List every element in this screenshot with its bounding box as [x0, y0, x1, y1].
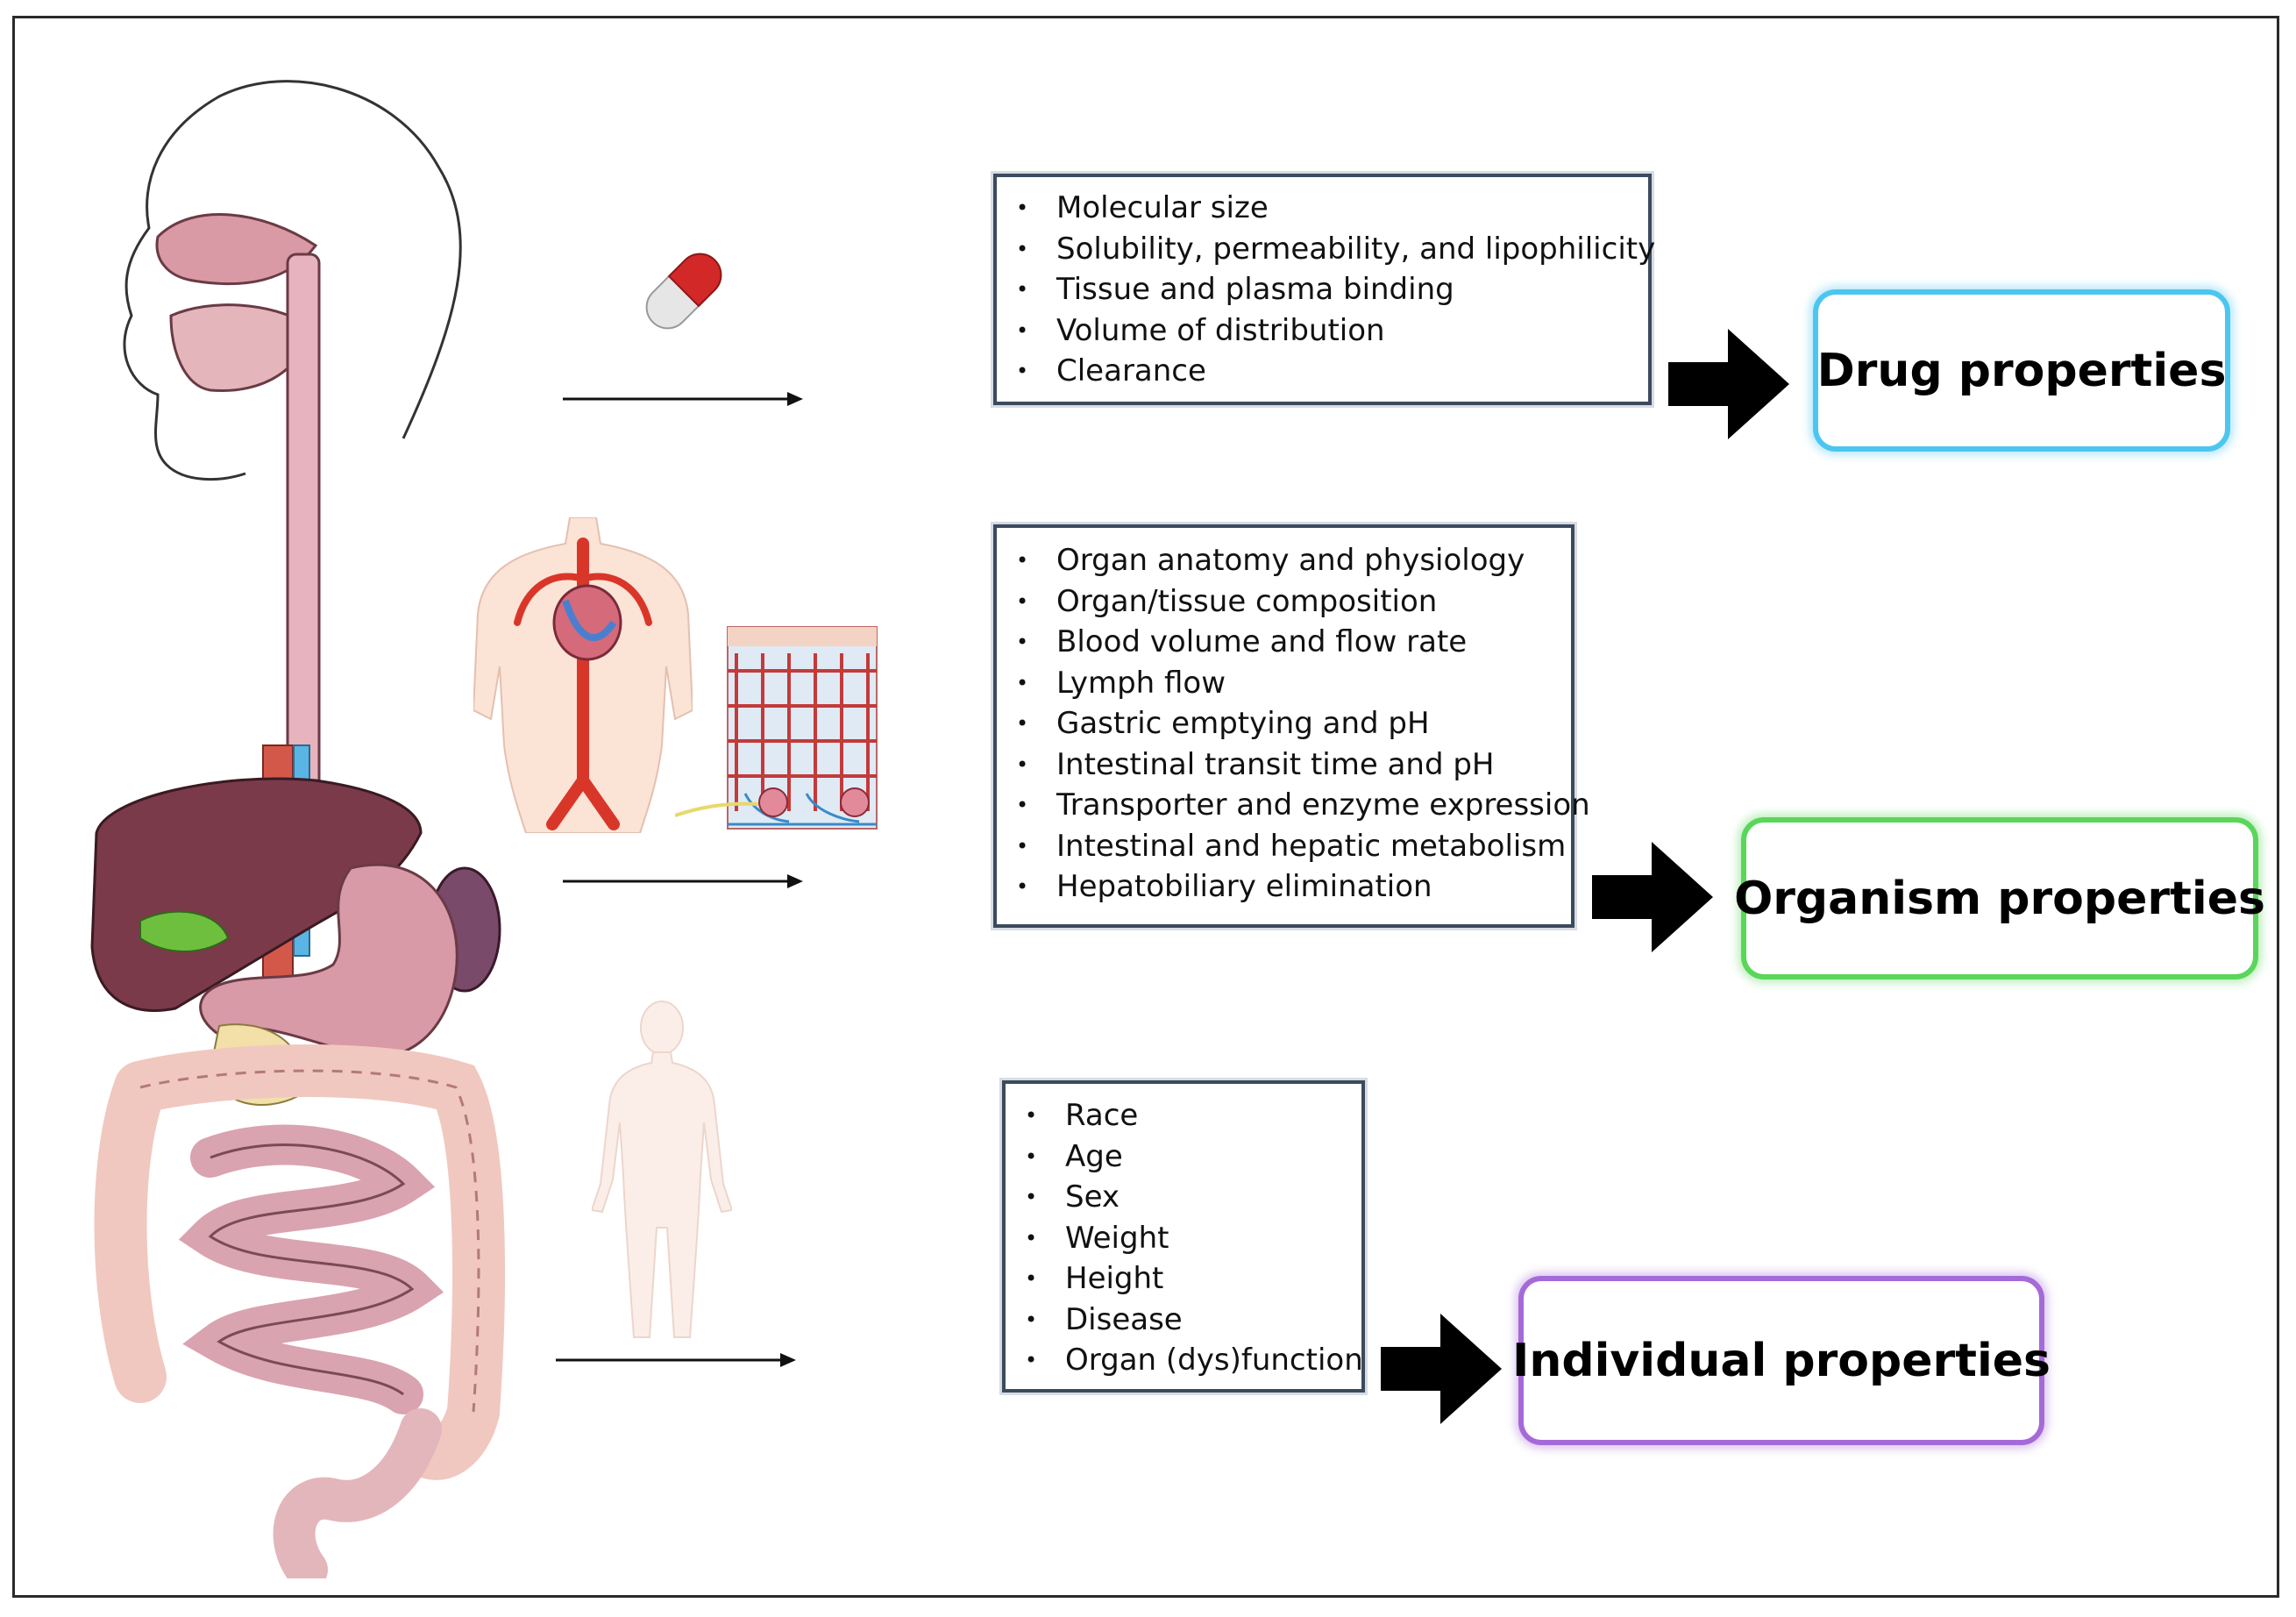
factor-item: Height — [1006, 1258, 1361, 1300]
individual-properties-label: Individual properties — [1511, 1334, 2051, 1387]
organism-properties-box: Organism properties — [1734, 817, 2265, 979]
drug-properties-label: Drug properties — [1816, 344, 2227, 397]
thin-arrow-drug — [563, 392, 803, 406]
factor-item: Tissue and plasma binding — [997, 269, 1648, 310]
drug-properties-box: Drug properties — [1813, 289, 2230, 452]
factor-item: Intestinal transit time and pH — [997, 744, 1571, 786]
factor-item: Volume of distribution — [997, 310, 1648, 352]
factor-item: Intestinal and hepatic metabolism — [997, 826, 1571, 867]
drug-factors-box: Molecular sizeSolubility, permeability, … — [993, 174, 1655, 405]
individual-factors-list: RaceAgeSexWeightHeightDiseaseOrgan (dys)… — [1006, 1095, 1363, 1381]
factor-item: Blood volume and flow rate — [997, 622, 1571, 663]
big-arrow-individual — [1381, 1314, 1502, 1424]
factor-item: Solubility, permeability, and lipophilic… — [997, 229, 1655, 270]
factor-item: Hepatobiliary elimination — [997, 866, 1571, 908]
factor-item: Organ (dys)function — [1006, 1340, 1363, 1381]
factor-item: Weight — [1006, 1218, 1361, 1259]
factor-item: Gastric emptying and pH — [997, 703, 1571, 744]
factor-item: Lymph flow — [997, 663, 1571, 704]
organism-properties-label: Organism properties — [1734, 872, 2265, 925]
figure-frame — [12, 16, 2279, 1598]
factor-item: Race — [1006, 1095, 1361, 1136]
factor-item: Sex — [1006, 1177, 1361, 1218]
individual-factors-box: RaceAgeSexWeightHeightDiseaseOrgan (dys)… — [1002, 1080, 1365, 1393]
factor-item: Transporter and enzyme expression — [997, 785, 1590, 826]
thin-arrow-organism — [563, 874, 803, 888]
organism-factors-box: Organ anatomy and physiologyOrgan/tissue… — [993, 524, 1590, 928]
human-body-illustration — [592, 1001, 732, 1338]
factor-item: Molecular size — [997, 188, 1648, 229]
digestive-system-illustration — [90, 80, 505, 1578]
cardiovascular-illustration — [473, 517, 693, 833]
individual-properties-box: Individual properties — [1512, 1276, 2051, 1445]
factor-item: Disease — [1006, 1300, 1361, 1341]
big-arrow-organism — [1592, 842, 1713, 952]
drug-factors-list: Molecular sizeSolubility, permeability, … — [997, 188, 1655, 392]
factor-item: Organ anatomy and physiology — [997, 540, 1571, 581]
organism-factors-list: Organ anatomy and physiologyOrgan/tissue… — [997, 540, 1590, 908]
thin-arrow-individual — [556, 1353, 796, 1367]
tissue-cross-section-illustration — [675, 626, 878, 830]
capsule-illustration — [645, 253, 722, 330]
big-arrow-drug — [1668, 329, 1789, 439]
factor-item: Age — [1006, 1136, 1361, 1178]
factor-item: Organ/tissue composition — [997, 581, 1571, 623]
factor-item: Clearance — [997, 351, 1648, 392]
